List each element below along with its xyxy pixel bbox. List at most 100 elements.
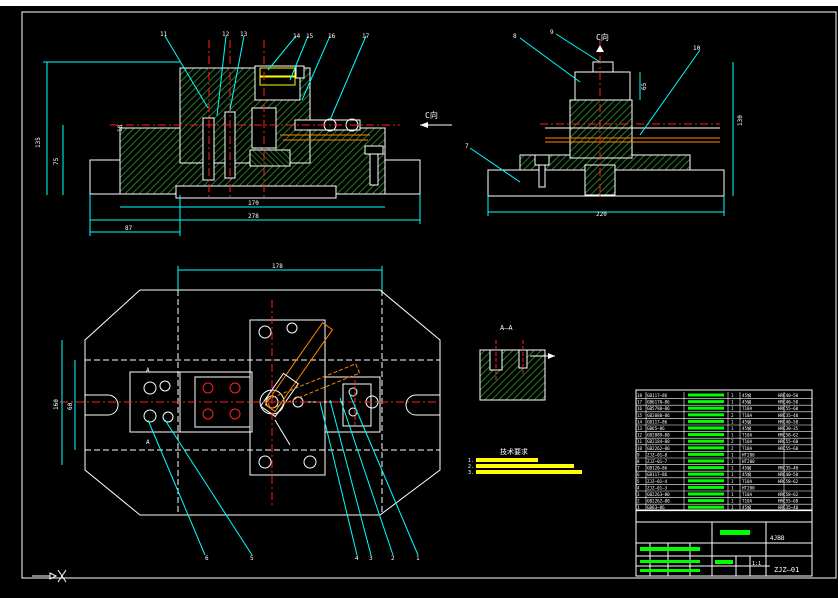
direction-c-label: C向 (425, 110, 438, 120)
bom-note: HRC35—40 (778, 413, 799, 418)
bom-material: HT200 (742, 452, 755, 457)
dim-side-width: 220 (596, 211, 607, 218)
bom-name-bar (688, 433, 724, 437)
bom-qty: 1 (731, 505, 734, 510)
title-block: 4JBB 1:1 ZJZ—01 (635, 509, 813, 577)
bom-qty: 1 (731, 459, 734, 464)
bom-code: ZJZ—01—4 (647, 479, 668, 484)
bom-no: 17 (637, 400, 643, 405)
bom-code: ZJZ—01—8 (647, 452, 668, 457)
note-line-1: 1. (468, 458, 474, 464)
side-direction-c-label: C向 (596, 32, 609, 42)
bom-no: 11 (637, 439, 643, 444)
bom-qty: 1 (731, 452, 734, 457)
bom-note: HRC40—50 (778, 400, 799, 405)
bom-name-bar (688, 419, 724, 423)
section-aa (479, 340, 555, 401)
bom-qty: 1 (731, 492, 734, 497)
bom-code: GB2262—80 (647, 499, 670, 504)
bom-no: 6 (637, 472, 640, 477)
bom-code: GB117—86 (647, 472, 668, 477)
bom-qty: 1 (731, 433, 734, 438)
bom-name-bar (688, 400, 724, 404)
bom-code: ZJZ—01—3 (647, 485, 668, 490)
drawing-frame (21, 11, 837, 579)
dim-plan-top: 178 (272, 263, 283, 270)
balloon-11: 11 (160, 31, 168, 38)
bom-qty: 2 (731, 446, 734, 451)
bom-qty: 2 (731, 413, 734, 418)
bom-name-bar (688, 485, 724, 489)
bom-qty: 1 (731, 479, 734, 484)
dim-height-left: 135 (35, 137, 42, 148)
section-mark-bottom: A (146, 439, 150, 446)
ucs-icon (32, 569, 67, 583)
bom-note: HRC40—50 (778, 419, 799, 424)
balloon-6: 6 (205, 555, 209, 562)
bom-note: HRC35—40 (778, 466, 799, 471)
dim-plan-left: 160 (53, 399, 60, 410)
balloon-10: 10 (693, 45, 701, 52)
title-scale: 1:1 (752, 561, 761, 567)
bom-name-bar (688, 413, 724, 417)
bom-no: 5 (637, 479, 640, 484)
balloon-14: 14 (293, 33, 301, 40)
bom-material: HT200 (742, 459, 755, 464)
bom-code: GB2184—80 (647, 439, 670, 444)
bom-code: GB117—86 (647, 419, 668, 424)
bom-no: 3 (637, 492, 640, 497)
balloon-17: 17 (362, 33, 370, 40)
note-line-2: 2. (468, 464, 474, 470)
bom-name-bar (688, 472, 724, 476)
bom-name-bar (688, 479, 724, 483)
bom-qty: 1 (731, 426, 734, 431)
bom-no: 2 (637, 499, 640, 504)
bom-name-bar (688, 393, 724, 397)
bom-no: 12 (637, 433, 643, 438)
section-mark-top: A (146, 367, 150, 374)
bom-note: HRC55—60 (778, 446, 799, 451)
bom-no: 7 (637, 466, 640, 471)
bom-qty: 1 (731, 406, 734, 411)
bom-code: GB117—86 (647, 393, 668, 398)
bom-qty: 1 (731, 499, 734, 504)
balloon-1: 1 (416, 555, 420, 562)
bom-material: 45钢 (742, 399, 751, 406)
bom-code: GB2262—80 (647, 446, 670, 451)
bom-no: 4 (637, 485, 640, 490)
dim-width-inner: 170 (248, 200, 259, 207)
notes-title: 技术要求 (500, 447, 528, 456)
dim-width-total: 278 (248, 213, 259, 220)
bom-note: HRC58—62 (778, 433, 799, 438)
dim-plan-left-small: 60 (67, 402, 74, 410)
balloon-4: 4 (355, 555, 359, 562)
bom-no: 16 (637, 406, 643, 411)
bom-note: HRC58—62 (778, 492, 799, 497)
dim-side-height: 130 (737, 115, 744, 126)
bom-code: ZJZ—01—7 (647, 459, 668, 464)
balloon-8: 8 (513, 33, 517, 40)
bom-name-bar (688, 505, 724, 509)
section-aa-label: A—A (500, 324, 513, 332)
bom-no: 15 (637, 413, 643, 418)
dim-bottom: 87 (125, 225, 133, 232)
bom-name-bar (688, 499, 724, 503)
bom-material: 45钢 (742, 418, 751, 425)
bom-material: 45钢 (742, 504, 751, 511)
bom-qty: 1 (731, 393, 734, 398)
balloon-9: 9 (550, 29, 554, 36)
bom-note: HRC40—50 (778, 472, 799, 477)
bom-material: T10A (742, 479, 753, 484)
bom-name-bar (688, 452, 724, 456)
balloon-15: 15 (306, 33, 314, 40)
bom-name-bar (688, 426, 724, 430)
bom-name-bar (688, 466, 724, 470)
balloon-2: 2 (391, 555, 395, 562)
bom-no: 10 (637, 446, 643, 451)
bom-code: GB5780—86 (647, 406, 670, 411)
bom-material: HT200 (742, 485, 755, 490)
bom-name-bar (688, 492, 724, 496)
bom-code: GB2089—80 (647, 433, 670, 438)
bom-material: T10A (742, 433, 753, 438)
